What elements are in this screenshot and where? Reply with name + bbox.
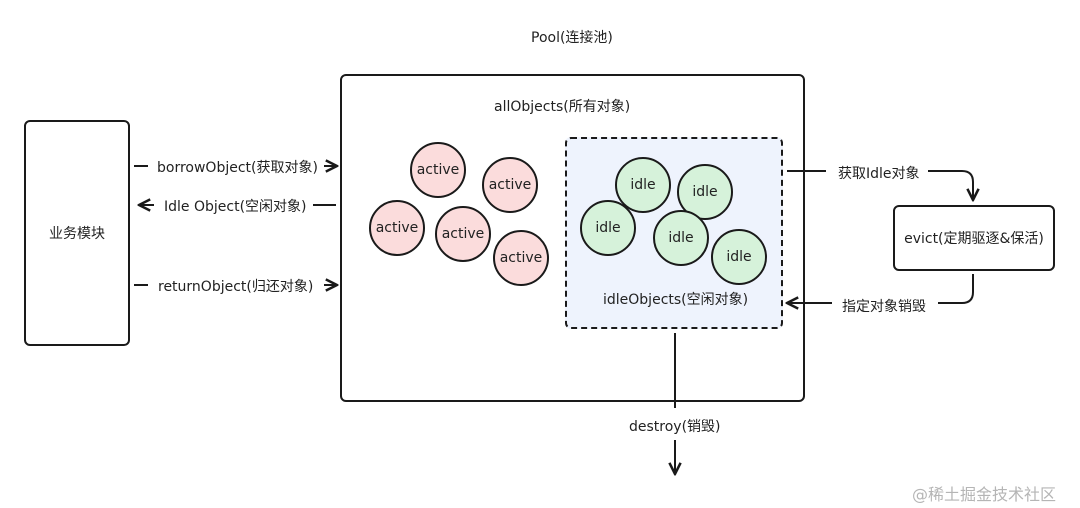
- idle-object-label: idle: [630, 177, 656, 193]
- evict-box: evict(定期驱逐&保活): [893, 205, 1055, 271]
- pool-title: Pool(连接池): [531, 30, 613, 46]
- active-object: active: [493, 230, 549, 286]
- idle-object: idle: [711, 229, 767, 285]
- active-object-label: active: [441, 226, 485, 242]
- business-module-label: 业务模块: [49, 226, 105, 242]
- active-object-label: active: [416, 162, 460, 178]
- evict-label: evict(定期驱逐&保活): [904, 231, 1044, 247]
- idle-object-label: idle: [726, 249, 752, 265]
- borrow-object-label: borrowObject(获取对象): [157, 160, 318, 176]
- active-object-label: active: [375, 220, 419, 236]
- idle-object-label: idle: [692, 184, 718, 200]
- watermark: @稀土掘金技术社区: [912, 485, 1057, 504]
- destroy-label: destroy(销毁): [629, 419, 721, 435]
- fetch-idle-label: 获取Idle对象: [838, 166, 920, 182]
- fetch-idle-arrow: [928, 170, 973, 200]
- active-object: active: [435, 206, 491, 262]
- idle-object: idle: [580, 200, 636, 256]
- active-object-label: active: [499, 250, 543, 266]
- idle-object: idle: [653, 210, 709, 266]
- idle-object-label: idle: [595, 220, 621, 236]
- all-objects-label: allObjects(所有对象): [494, 99, 631, 115]
- destroy-designated-label: 指定对象销毁: [842, 299, 926, 315]
- idle-objects-label: idleObjects(空闲对象): [603, 292, 749, 308]
- active-object: active: [369, 200, 425, 256]
- business-module-box: 业务模块: [24, 120, 130, 346]
- idle-object-flow-label: Idle Object(空闲对象): [164, 199, 307, 215]
- destroy-designated-arrow-tail: [938, 274, 974, 304]
- idle-object-label: idle: [668, 230, 694, 246]
- return-object-label: returnObject(归还对象): [158, 279, 314, 295]
- active-object: active: [482, 157, 538, 213]
- idle-object: idle: [615, 157, 671, 213]
- active-object-label: active: [488, 177, 532, 193]
- active-object: active: [410, 142, 466, 198]
